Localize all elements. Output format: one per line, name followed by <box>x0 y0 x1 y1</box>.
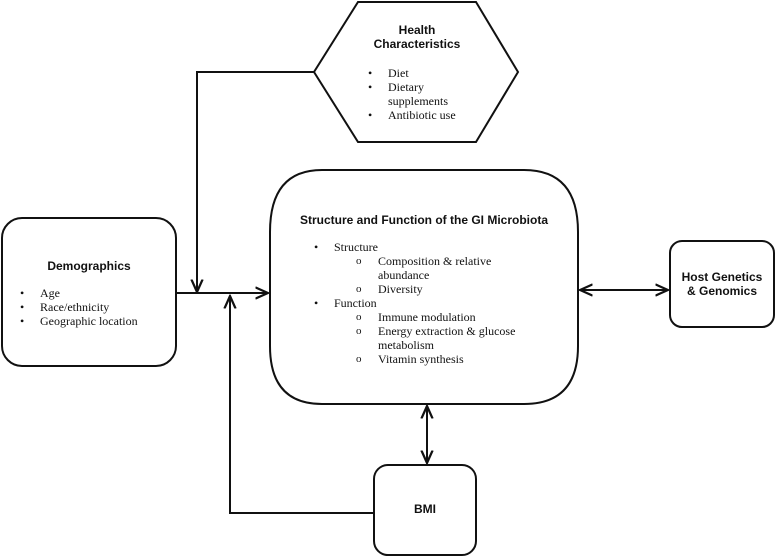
demographics-list: Age Race/ethnicity Geographic location <box>18 286 174 328</box>
structure-label: Structure <box>334 240 378 254</box>
host-genetics-node <box>669 240 775 328</box>
health-item-supplements: Dietary supplements <box>366 80 468 108</box>
bmi-node <box>373 464 477 556</box>
demographics-item-location: Geographic location <box>18 314 174 328</box>
health-item-diet: Diet <box>366 66 476 80</box>
function-label: Function <box>334 296 377 310</box>
health-connector <box>197 71 314 292</box>
demographics-title: Demographics <box>47 259 131 273</box>
health-title-line1: Health <box>398 23 436 37</box>
function-item-vitamin: Vitamin synthesis <box>354 352 562 366</box>
health-item-antibiotic: Antibiotic use <box>366 108 476 122</box>
function-item-immune: Immune modulation <box>354 310 562 324</box>
demographics-item-race: Race/ethnicity <box>18 300 174 314</box>
bmi-title: BMI <box>414 502 436 516</box>
host-title: Host Genetics & Genomics <box>670 270 774 298</box>
health-title-line2: Characteristics <box>373 37 461 51</box>
function-item: Function Immune modulation Energy extrac… <box>312 296 562 366</box>
microbiota-list: Structure Composition & relative abundan… <box>312 240 562 366</box>
health-title: Health Characteristics <box>356 23 478 51</box>
host-title-line1: Host Genetics <box>681 270 763 284</box>
structure-item-diversity: Diversity <box>354 282 562 296</box>
host-title-line2: & Genomics <box>686 284 758 298</box>
function-item-energy: Energy extraction & glucose metabolism <box>354 324 543 352</box>
health-list: Diet Dietary supplements Antibiotic use <box>366 66 476 122</box>
microbiota-title: Structure and Function of the GI Microbi… <box>300 213 548 227</box>
structure-sublist: Composition & relative abundance Diversi… <box>354 254 562 296</box>
structure-item: Structure Composition & relative abundan… <box>312 240 562 296</box>
structure-item-composition: Composition & relative abundance <box>354 254 508 282</box>
function-sublist: Immune modulation Energy extraction & gl… <box>354 310 562 366</box>
bmi-feedback-connector <box>230 296 374 514</box>
demographics-item-age: Age <box>18 286 174 300</box>
